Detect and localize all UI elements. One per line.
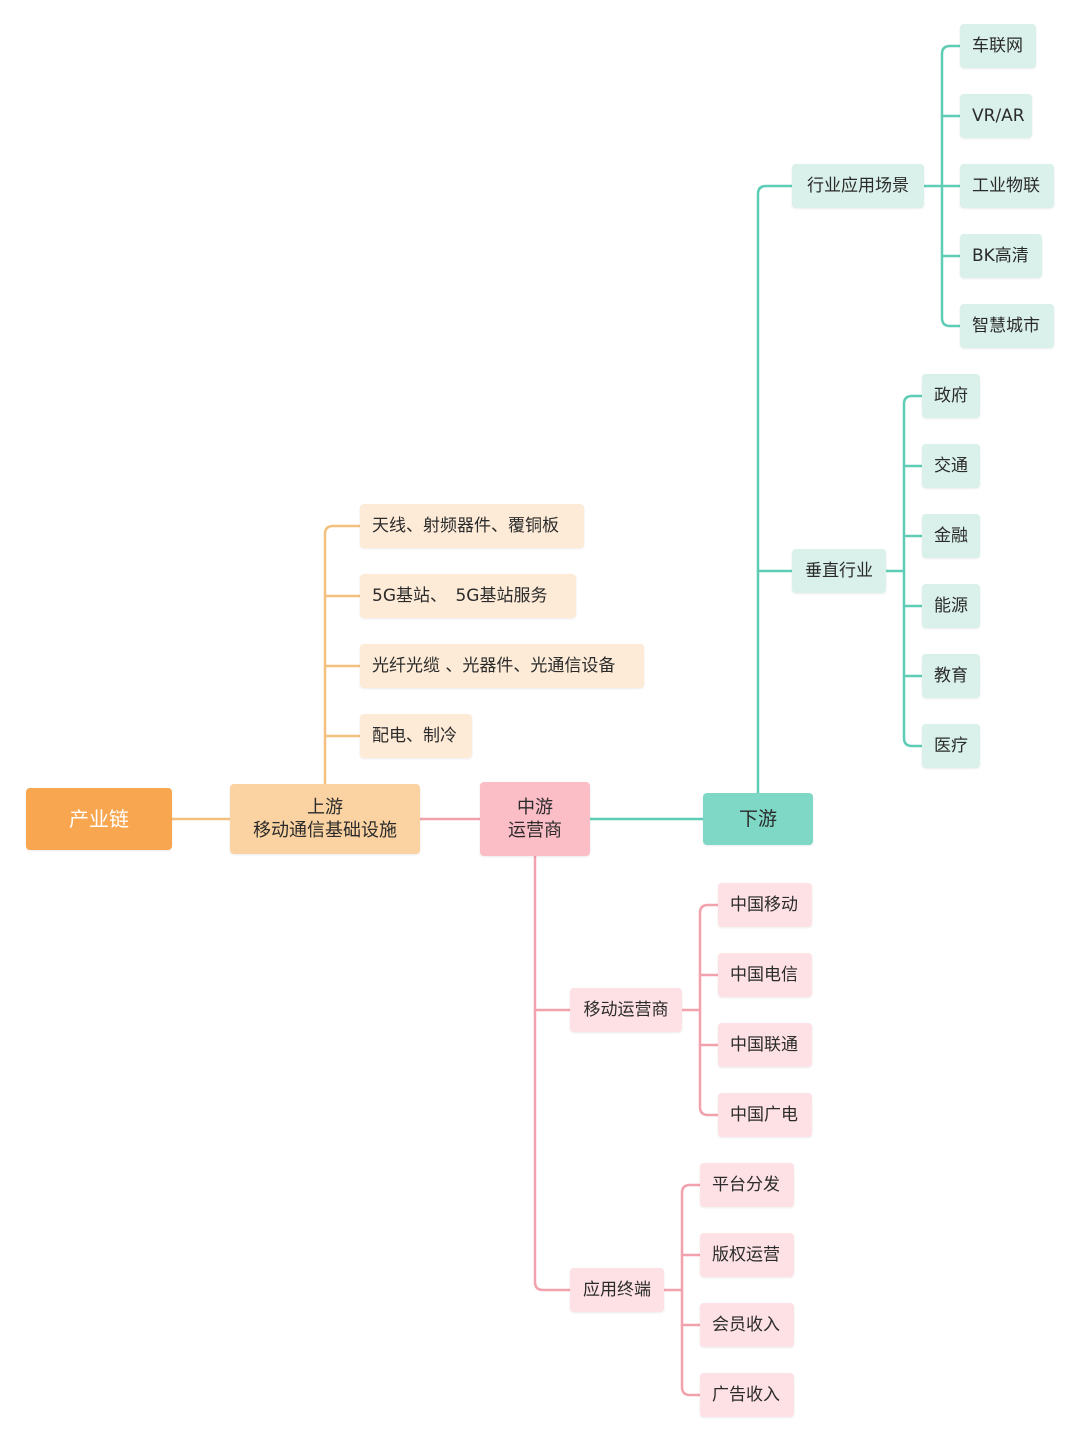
- upstream-item-5g-base-station: 5G基站、 5G基站服务: [360, 574, 576, 618]
- operator-china-broadnet: 中国广电: [718, 1093, 812, 1137]
- root-label: 产业链: [69, 807, 129, 831]
- scenario-industrial-iot: 工业物联: [960, 164, 1054, 208]
- scenario-label: 智慧城市: [972, 315, 1040, 336]
- vertical-energy: 能源: [922, 584, 980, 628]
- scenario-smart-city: 智慧城市: [960, 304, 1054, 348]
- scenario-hd-video: BK高清: [960, 234, 1042, 278]
- upstream-item-label: 5G基站、 5G基站服务: [372, 585, 548, 606]
- scenario-label: BK高清: [972, 245, 1029, 266]
- terminal-advertising-income: 广告收入: [700, 1373, 794, 1417]
- terminal-membership-income: 会员收入: [700, 1303, 794, 1347]
- upstream-subtitle: 移动通信基础设施: [253, 820, 397, 841]
- root-node-industry-chain: 产业链: [26, 788, 172, 850]
- scenario-label: VR/AR: [972, 105, 1025, 126]
- connector-line: [680, 1183, 702, 1397]
- midstream-node: 中游 运营商: [480, 782, 590, 856]
- terminal-label: 广告收入: [712, 1384, 780, 1405]
- downstream-node: 下游: [703, 793, 813, 845]
- midstream-group-app-terminal: 应用终端: [570, 1268, 664, 1312]
- upstream-item-label: 配电、制冷: [372, 725, 457, 746]
- connector-line: [323, 524, 362, 786]
- operator-label: 中国广电: [730, 1104, 798, 1125]
- scenario-label: 车联网: [972, 35, 1023, 56]
- scenario-label: 工业物联: [972, 175, 1040, 196]
- operator-label: 中国移动: [730, 894, 798, 915]
- vertical-label: 交通: [934, 455, 968, 476]
- connector-line: [533, 854, 572, 1292]
- terminal-label: 版权运营: [712, 1244, 780, 1265]
- connector-line: [698, 903, 720, 1117]
- operator-china-telecom: 中国电信: [718, 953, 812, 997]
- vertical-label: 医疗: [934, 735, 968, 756]
- scenario-connected-vehicles: 车联网: [960, 24, 1036, 68]
- midstream-subtitle: 运营商: [508, 820, 562, 841]
- vertical-label: 政府: [934, 385, 968, 406]
- vertical-healthcare: 医疗: [922, 724, 980, 768]
- downstream-group-industry-scenarios: 行业应用场景: [792, 164, 924, 208]
- upstream-item-label: 光纤光缆 、光器件、光通信设备: [372, 655, 616, 676]
- upstream-title: 上游: [307, 796, 343, 818]
- vertical-label: 金融: [934, 525, 968, 546]
- downstream-group-label: 行业应用场景: [807, 175, 909, 196]
- vertical-finance: 金融: [922, 514, 980, 558]
- connector-line: [756, 184, 794, 795]
- downstream-group-vertical-industries: 垂直行业: [792, 549, 886, 593]
- vertical-label: 教育: [934, 665, 968, 686]
- downstream-title: 下游: [738, 807, 777, 830]
- terminal-label: 平台分发: [712, 1174, 780, 1195]
- midstream-group-label: 移动运营商: [583, 999, 669, 1020]
- terminal-platform-distribution: 平台分发: [700, 1163, 794, 1207]
- upstream-item-antenna: 天线、射频器件、覆铜板: [360, 504, 584, 548]
- terminal-label: 会员收入: [712, 1314, 780, 1335]
- connector-line: [902, 394, 924, 748]
- terminal-copyright-operation: 版权运营: [700, 1233, 794, 1277]
- downstream-group-label: 垂直行业: [805, 560, 873, 581]
- scenario-vr-ar: VR/AR: [960, 94, 1032, 138]
- operator-label: 中国联通: [730, 1034, 798, 1055]
- upstream-item-label: 天线、射频器件、覆铜板: [372, 515, 559, 536]
- midstream-group-label: 应用终端: [583, 1279, 651, 1300]
- upstream-item-power-cooling: 配电、制冷: [360, 714, 472, 758]
- vertical-government: 政府: [922, 374, 980, 418]
- operator-china-unicom: 中国联通: [718, 1023, 812, 1067]
- vertical-transportation: 交通: [922, 444, 980, 488]
- operator-label: 中国电信: [730, 964, 798, 985]
- upstream-item-optical: 光纤光缆 、光器件、光通信设备: [360, 644, 644, 688]
- upstream-node: 上游 移动通信基础设施: [230, 784, 420, 854]
- midstream-group-mobile-operators: 移动运营商: [570, 988, 682, 1032]
- operator-china-mobile: 中国移动: [718, 883, 812, 927]
- vertical-label: 能源: [934, 595, 968, 616]
- midstream-title: 中游: [517, 796, 553, 818]
- vertical-education: 教育: [922, 654, 980, 698]
